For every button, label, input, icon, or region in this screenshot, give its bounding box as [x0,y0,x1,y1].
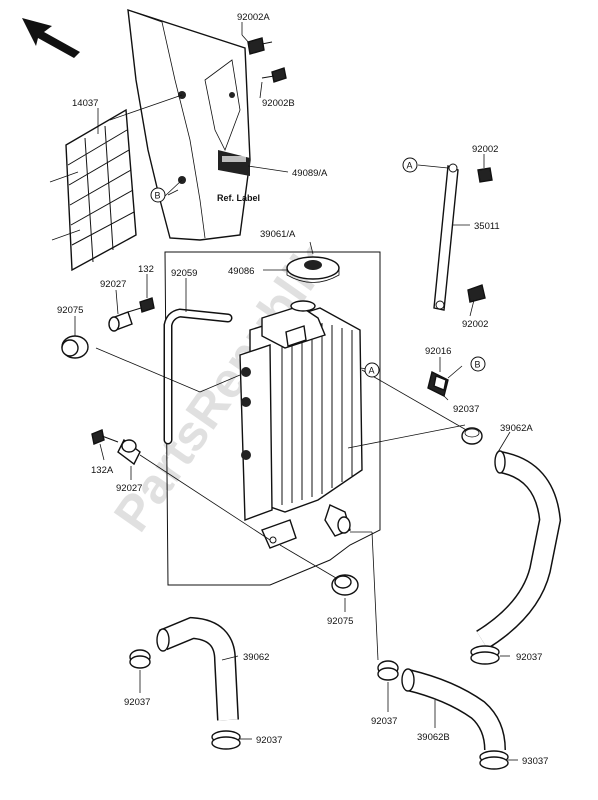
callout-92027-lower: 92027 [116,483,142,494]
callout-92075-lower: 92075 [327,616,353,627]
ref-mark-b-clamp: B [470,356,486,372]
radiator-core [164,251,381,586]
collar-92027-lower [117,438,141,466]
callout-92002A: 92002A [237,12,270,23]
grommet-92075-lower [331,574,359,596]
callout-92027-upper: 92027 [100,279,126,290]
hose-39062A [476,450,562,650]
callout-92016: 92016 [425,346,451,357]
callout-49086: 49086 [228,266,254,277]
callout-92037-upper: 92037 [453,404,479,415]
ref-label-text: Ref. Label [217,193,260,203]
callout-92037-right: 92037 [516,652,542,663]
hose-39062B [401,668,506,751]
front-arrow-icon [22,18,80,58]
bolt-92002A [247,37,273,55]
callout-132: 132 [138,264,154,275]
hose-clamp-92037-mid [377,660,399,681]
radiator-cap-49086 [286,256,340,283]
callout-92037-bottom-left: 92037 [256,735,282,746]
callout-92002-bottom: 92002 [462,319,488,330]
callout-92075-upper: 92075 [57,305,83,316]
callout-39062B: 39062B [417,732,450,743]
hose-clamp-92037-right [470,645,500,665]
ref-mark-a-stay: A [402,157,418,173]
grommet-92075-upper [61,335,89,359]
radiator-shroud: Ref. Label [127,8,260,241]
hose-39062 [156,616,239,721]
svg-text:A: A [407,161,413,171]
bolt-132 [127,297,155,313]
callout-39062: 39062 [243,652,269,663]
hose-clamp-93037 [479,750,509,770]
svg-text:B: B [155,191,161,201]
callout-132A: 132A [91,465,114,476]
ref-mark-a-radiator: A [364,362,380,378]
radiator-grille [49,108,137,272]
callout-92059: 92059 [171,268,197,279]
hose-clamp-92037-upper [461,427,483,445]
collar-92027-upper [108,311,133,332]
hose-clamp-92037-left [129,649,151,669]
callout-92037-left: 92037 [124,697,150,708]
callout-35011: 35011 [474,221,500,232]
callout-49089A: 49089/A [292,168,328,179]
callout-92002-top: 92002 [472,144,498,155]
svg-text:A: A [369,366,375,376]
callout-92037-mid: 92037 [371,716,397,727]
ref-mark-b-shroud: B [150,187,166,203]
callout-93037: 93037 [522,756,548,767]
callout-labels: 92002A 92002B 14037 49089/A 39061/A 4908… [57,12,548,767]
clamp-92016 [427,370,449,398]
bolt-92002B [261,67,287,83]
callout-92002B: 92002B [262,98,295,109]
callout-39061A: 39061/A [260,229,296,240]
callout-14037: 14037 [72,98,98,109]
bolt-132A [91,429,119,445]
svg-text:B: B [475,360,481,370]
hose-clamp-92037-bottom-left [211,730,241,750]
stay-bracket-35011 [433,163,493,311]
overflow-tube-92059 [163,308,233,445]
leader-lines [74,22,518,761]
callout-39062A: 39062A [500,423,533,434]
